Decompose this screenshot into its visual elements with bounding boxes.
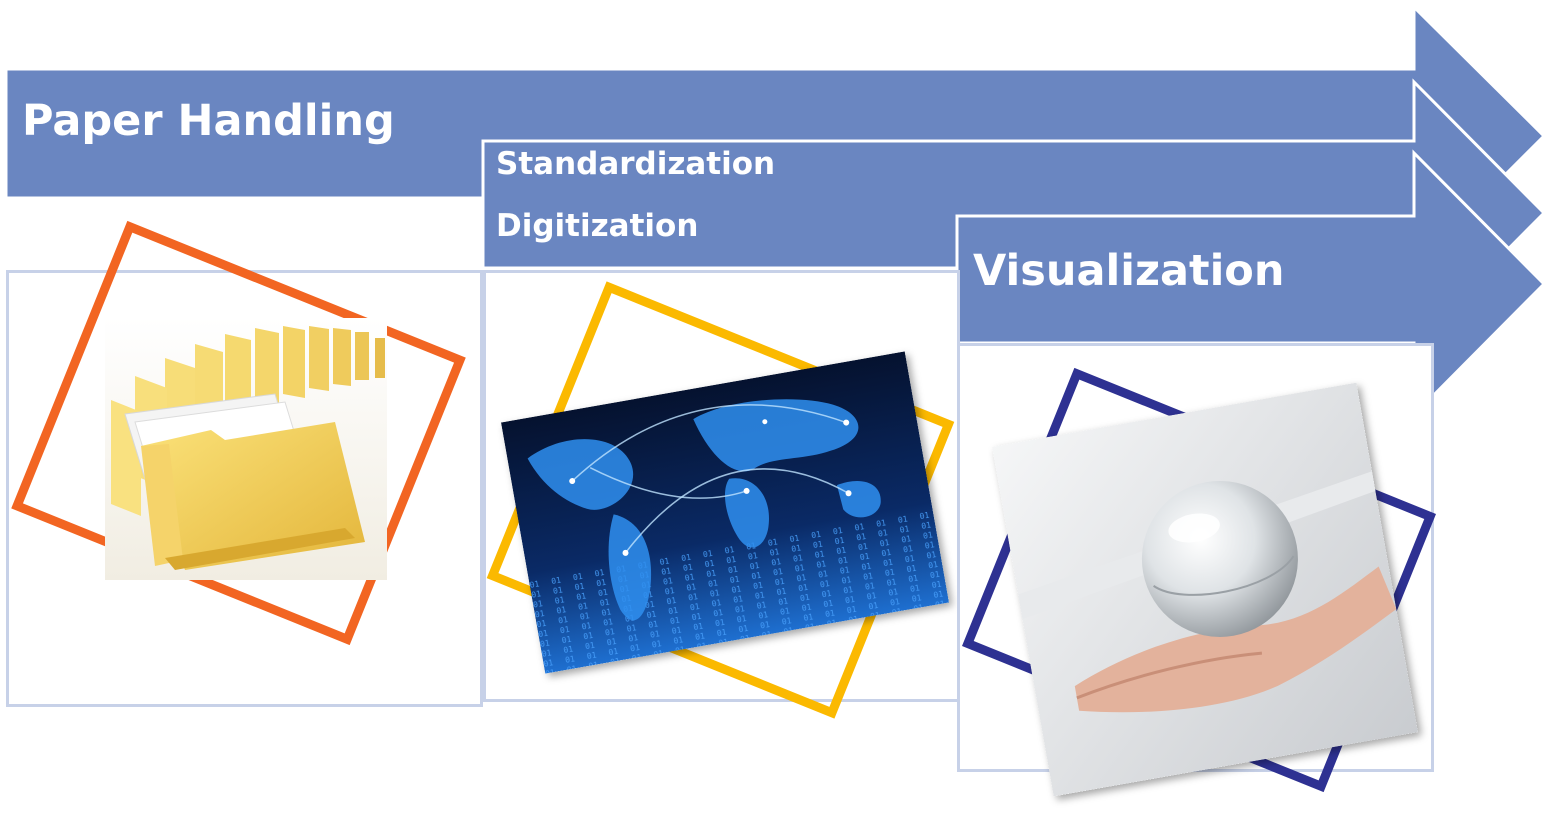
standardization-label: Standardization xyxy=(496,146,776,182)
folders-image xyxy=(105,318,387,580)
paper-handling-label: Paper Handling xyxy=(22,96,395,146)
crystal-ball-image xyxy=(991,382,1419,797)
visualization-label: Visualization xyxy=(973,246,1285,296)
crystal-ball-icon xyxy=(991,382,1419,797)
digital-world-map-image: 01 xyxy=(500,351,950,674)
folder-icon xyxy=(105,318,387,580)
digitization-label: Digitization xyxy=(496,208,699,244)
world-map-icon: 01 xyxy=(500,351,950,674)
